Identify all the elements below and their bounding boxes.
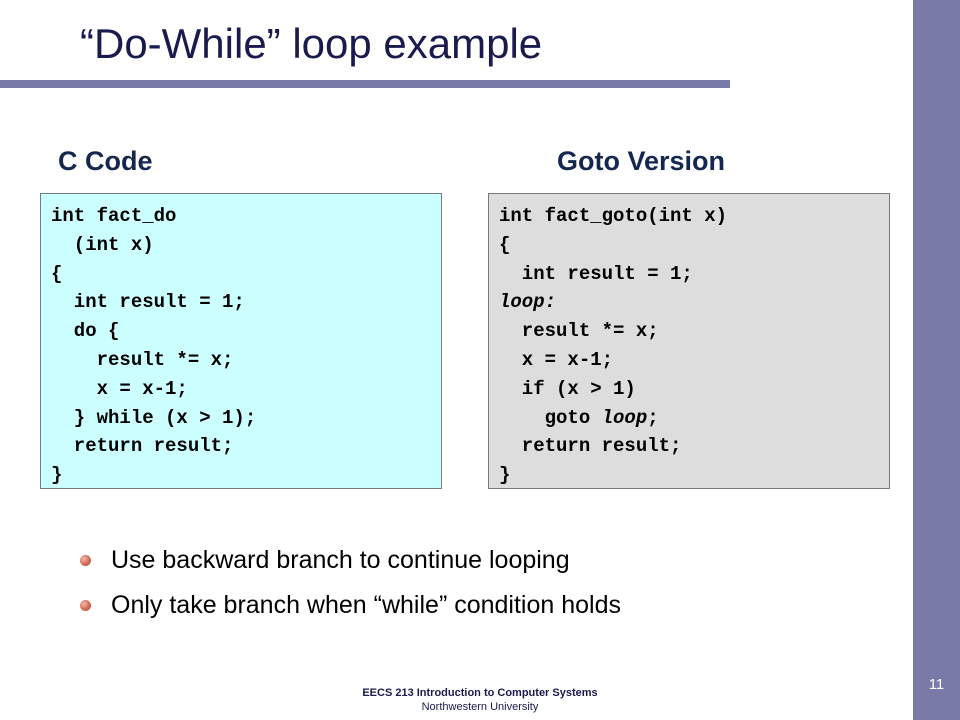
footer-course: EECS 213 Introduction to Computer System… (362, 687, 598, 699)
code-line: result *= x; (499, 320, 659, 343)
code-line: int fact_do (51, 205, 177, 227)
code-line: (int x) (51, 233, 154, 256)
code-line: { (51, 262, 63, 285)
goto-code-box: int fact_goto(int x) { int result = 1; l… (488, 193, 890, 489)
bullet-icon (80, 600, 91, 611)
code-line: int result = 1; (499, 262, 693, 285)
code-line: do { (51, 320, 120, 343)
bullet-icon (80, 555, 91, 566)
code-line: x = x-1; (499, 348, 614, 371)
code-line: result *= x; (51, 348, 234, 371)
sidebar-band (913, 0, 960, 720)
code-line: int fact_goto(int x) (499, 205, 728, 227)
bullet-text: Use backward branch to continue looping (111, 546, 570, 574)
code-line: } (51, 464, 63, 487)
slide-title: “Do-While” loop example (80, 20, 543, 67)
code-line-goto: goto loop; (499, 406, 659, 429)
code-line: } while (x > 1); (51, 406, 257, 429)
bullet-item: Use backward branch to continue looping (80, 538, 621, 583)
code-line: { (499, 233, 511, 256)
bullet-text: Only take branch when “while” condition … (111, 591, 621, 619)
code-line: x = x-1; (51, 377, 188, 400)
bullet-item: Only take branch when “while” condition … (80, 583, 621, 628)
code-line: return result; (51, 435, 234, 458)
code-line: } (499, 464, 511, 487)
loop-label: loop: (499, 291, 557, 314)
goto-version-heading: Goto Version (557, 146, 726, 176)
loop-label-ref: loop (601, 406, 648, 429)
c-code-box: int fact_do (int x) { int result = 1; do… (40, 193, 442, 489)
code-line: int result = 1; (51, 291, 245, 314)
c-code-heading: C Code (58, 146, 153, 176)
footer-university: Northwestern University (421, 701, 539, 713)
code-line-label: loop: (499, 288, 889, 317)
slide-number: 11 (928, 676, 945, 693)
title-underline (0, 80, 730, 88)
bullet-list: Use backward branch to continue looping … (80, 538, 621, 628)
code-line: return result; (499, 435, 682, 458)
code-line: if (x > 1) (499, 377, 636, 400)
